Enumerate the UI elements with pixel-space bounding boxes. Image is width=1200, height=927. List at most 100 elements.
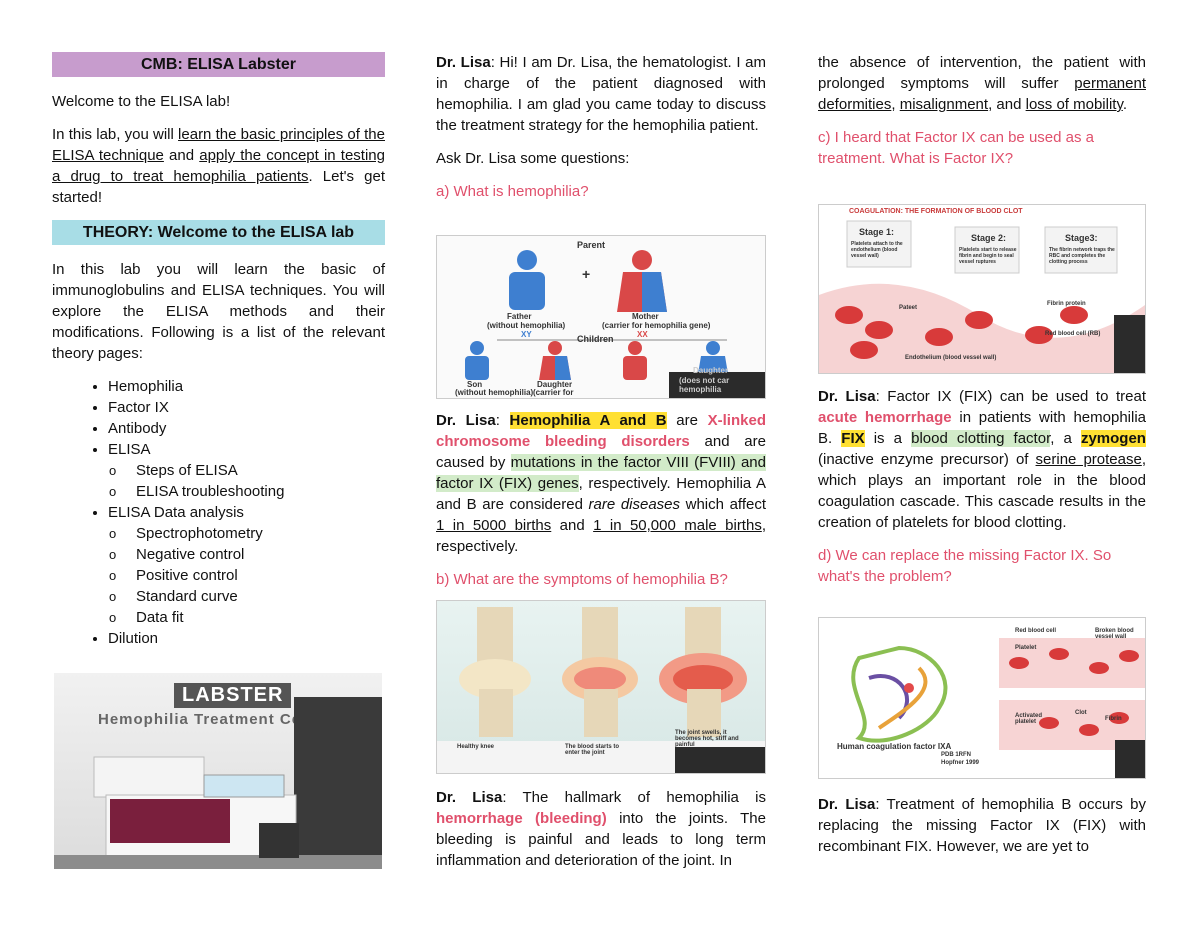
column-2: Dr. Lisa: Hi! I am Dr. Lisa, the hematol… xyxy=(436,52,766,214)
column-3-bottom: Dr. Lisa: Treatment of hemophilia B occu… xyxy=(818,794,1146,869)
lisa-intro-text: : Hi! I am Dr. Lisa, the hematologist. I… xyxy=(436,54,766,134)
speaker-name: Dr. Lisa xyxy=(436,54,491,71)
answer-text: : The hallmark of hemophilia is xyxy=(502,789,766,806)
answer-text: , respectively. xyxy=(436,517,766,555)
theory-list: Hemophilia Factor IX Antibody ELISA Step… xyxy=(52,376,385,649)
inheritance-diagram xyxy=(465,250,765,398)
sub-list-item: ELISA troubleshooting xyxy=(109,481,385,502)
answer-c: Dr. Lisa: Factor IX (FIX) can be used to… xyxy=(818,386,1146,533)
answer-text: into the joints. The bleeding is painful… xyxy=(436,810,766,869)
list-item: Dilution xyxy=(108,628,385,649)
speaker-name: Dr. Lisa xyxy=(436,412,496,429)
lab-machine-illustration xyxy=(54,697,382,869)
highlight-acute-hemorrhage: acute hemorrhage xyxy=(818,409,952,426)
fig-label: Mother xyxy=(632,312,659,321)
fig-label: Clot xyxy=(1075,710,1087,716)
sub-list: Steps of ELISA ELISA troubleshooting xyxy=(108,460,385,502)
fig-label: Human coagulation factor IXA xyxy=(837,742,952,751)
theory-paragraph: In this lab you will learn the basic of … xyxy=(52,261,385,362)
answer-text: : Treatment of hemophilia B occurs by re… xyxy=(818,796,1146,855)
list-item-label: ELISA xyxy=(108,441,151,458)
question-a: a) What is hemophilia? xyxy=(436,183,589,200)
sub-list-item: Standard curve xyxy=(109,586,385,607)
lisa-intro: Dr. Lisa: Hi! I am Dr. Lisa, the hematol… xyxy=(436,52,766,136)
list-item: Factor IX xyxy=(108,397,385,418)
coagulation-figure: COAGULATION: THE FORMATION OF BLOOD CLOT… xyxy=(818,204,1146,374)
fig-label: Platelet xyxy=(1015,645,1037,651)
fig-label: Hopfner 1999 xyxy=(941,760,980,766)
highlight-fix: FIX xyxy=(841,430,865,447)
cont-text: . xyxy=(1122,96,1128,113)
answer-text: and are caused by xyxy=(436,433,766,471)
answer-text: , which plays an important role in the b… xyxy=(818,451,1147,531)
answer-text: : xyxy=(495,412,510,429)
cont-text: the absence of intervention, the patient… xyxy=(818,54,1146,92)
fig-label: Pateet xyxy=(899,305,918,311)
fig-label: Stage3: xyxy=(1065,233,1098,243)
list-item: Hemophilia xyxy=(108,376,385,397)
fig-label: XY xyxy=(521,330,532,339)
speaker-name: Dr. Lisa xyxy=(818,796,876,813)
fig-label: Children xyxy=(577,334,614,344)
continued-paragraph: the absence of intervention, the patient… xyxy=(818,52,1146,115)
fig-label: Endothelium (blood vessel wall) xyxy=(905,355,997,361)
treatment-center-sign: Hemophilia Treatment Center xyxy=(98,711,334,728)
answer-text: , a xyxy=(1050,430,1081,447)
answer-b: Dr. Lisa: The hallmark of hemophilia is … xyxy=(436,787,766,871)
welcome-text: Welcome to the ELISA lab! xyxy=(52,93,231,110)
sub-list-item: Data fit xyxy=(109,607,385,628)
fig-caption: Healthy knee xyxy=(457,744,495,750)
knee-illustration xyxy=(437,607,765,773)
intro-text: . Let's get started! xyxy=(52,168,385,206)
column-2-middle: Dr. Lisa: Hemophilia A and B are X-linke… xyxy=(436,410,766,602)
column-2-bottom: Dr. Lisa: The hallmark of hemophilia is … xyxy=(436,787,766,883)
sub-list-item: Negative control xyxy=(109,544,385,565)
fig-label: Red blood cell xyxy=(1015,628,1057,634)
fig-label: Son xyxy=(467,380,483,389)
fig-label: PDB 1RFN xyxy=(941,752,972,758)
sub-list-item: Steps of ELISA xyxy=(109,460,385,481)
fig-label: (does not car hemophilia xyxy=(679,376,730,394)
answer-text: : Factor IX (FIX) can be used to treat xyxy=(875,388,1146,405)
answer-a: Dr. Lisa: Hemophilia A and B are X-linke… xyxy=(436,410,766,557)
inheritance-figure: Parent + Father (without hemophilia) XY … xyxy=(436,235,766,399)
fig-label: (carrier for xyxy=(533,388,574,397)
speaker-name: Dr. Lisa xyxy=(436,789,503,806)
knee-figure: Healthy knee The blood starts to enter t… xyxy=(436,600,766,774)
fig-label: Platelets start to release fibrin and be… xyxy=(959,247,1017,265)
highlight-zymogen: zymogen xyxy=(1080,430,1146,447)
fig-caption: The joint swells, it becomes hot, stiff … xyxy=(675,730,739,748)
fig-label: Broken blood vessel wall xyxy=(1095,628,1134,640)
ask-text: Ask Dr. Lisa some questions: xyxy=(436,150,630,167)
fig-label: + xyxy=(582,266,591,282)
fig-label: XX xyxy=(637,330,648,339)
fig-label: Activated platelet xyxy=(1015,713,1043,725)
answer-text: , respectively. Hemophilia A and B are c… xyxy=(436,475,766,513)
answer-text: in patients with hemophilia B. xyxy=(818,409,1147,447)
fig-label: Red blood cell (RB) xyxy=(1045,331,1101,337)
answer-text: which affect xyxy=(680,496,766,513)
highlight-hemophilia: Hemophilia A and B xyxy=(509,412,667,429)
intro-underline-1: learn the basic principles of the ELISA … xyxy=(52,126,385,164)
cont-underline: permanent deformities xyxy=(818,75,1146,113)
column-3-middle: Dr. Lisa: Factor IX (FIX) can be used to… xyxy=(818,386,1146,599)
cont-underline: misalignment xyxy=(899,96,989,113)
cont-text: , xyxy=(891,96,900,113)
serine-protease: serine protease xyxy=(1035,451,1142,468)
factor-ix-figure: Red blood cell Broken blood vessel wall … xyxy=(818,617,1146,779)
sub-list-item: Positive control xyxy=(109,565,385,586)
list-item-label: ELISA Data analysis xyxy=(108,504,244,521)
question-d: d) We can replace the missing Factor IX.… xyxy=(818,547,1112,585)
fig-title: COAGULATION: THE FORMATION OF BLOOD CLOT xyxy=(849,208,1023,215)
column-3: the absence of intervention, the patient… xyxy=(818,52,1146,181)
section-header-cmb: CMB: ELISA Labster xyxy=(52,52,385,77)
column-1: CMB: ELISA Labster Welcome to the ELISA … xyxy=(52,52,385,649)
fig-label: Stage 1: xyxy=(859,227,895,237)
speaker-name: Dr. Lisa xyxy=(818,388,876,405)
fig-label: Father xyxy=(507,312,532,321)
fig-label: The fibrin network traps the RBC and com… xyxy=(1049,247,1115,265)
fig-label: (without hemophilia) xyxy=(455,388,534,397)
stat-2: 1 in 50,000 male births xyxy=(593,517,762,534)
answer-text: is a xyxy=(864,430,912,447)
coagulation-illustration xyxy=(819,220,1145,373)
